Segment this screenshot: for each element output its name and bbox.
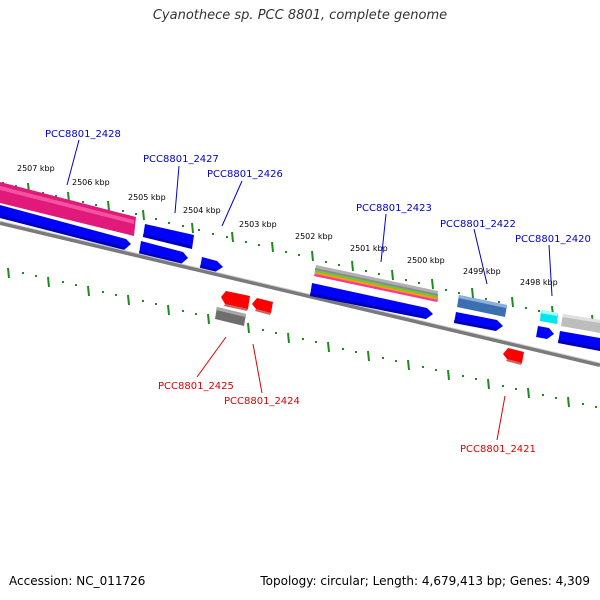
scale-label: 2504 kbp xyxy=(183,206,221,215)
locus-label-2421[interactable]: PCC8801_2421 xyxy=(460,444,536,455)
genome-title: Cyanothece sp. PCC 8801, complete genome xyxy=(152,8,448,23)
scale-label: 2503 kbp xyxy=(239,220,277,229)
scale-label: 2501 kbp xyxy=(350,244,388,253)
gene-2424-reverse[interactable] xyxy=(252,298,273,313)
gene-2425-gray[interactable] xyxy=(215,307,246,326)
label-leader-lines xyxy=(66,139,553,441)
scale-label: 2498 kbp xyxy=(520,278,558,287)
locus-label-2426[interactable]: PCC8801_2426 xyxy=(207,169,283,180)
locus-label-2424[interactable]: PCC8801_2424 xyxy=(224,396,300,407)
scale-label: 2500 kbp xyxy=(407,256,445,265)
pink-feature-band xyxy=(0,182,136,236)
outer-dot-ticks xyxy=(2,182,587,321)
rrna-color-band xyxy=(314,265,438,302)
scale-label: 2502 kbp xyxy=(295,232,333,241)
gene-2420-forward[interactable] xyxy=(536,326,554,339)
gene-labels: PCC8801_2428 PCC8801_2427 PCC8801_2426 P… xyxy=(45,129,591,455)
gene-2425-reverse[interactable] xyxy=(221,291,250,309)
scale-labels: 2507 kbp 2506 kbp 2505 kbp 2504 kbp 2503… xyxy=(17,164,558,287)
scale-label: 2506 kbp xyxy=(72,178,110,187)
outer-major-ticks xyxy=(27,182,594,326)
gene-2422-forward[interactable] xyxy=(454,312,503,331)
scale-label: 2505 kbp xyxy=(128,193,166,202)
gene-2421-reverse[interactable] xyxy=(503,348,524,363)
genome-stats: Topology: circular; Length: 4,679,413 bp… xyxy=(260,574,590,588)
locus-label-2428[interactable]: PCC8801_2428 xyxy=(45,129,121,140)
locus-label-2420[interactable]: PCC8801_2420 xyxy=(515,234,591,245)
gene-2422-box[interactable] xyxy=(457,295,507,317)
gene-2428-forward[interactable] xyxy=(0,205,131,250)
inner-major-ticks xyxy=(7,267,570,408)
scale-label: 2507 kbp xyxy=(17,164,55,173)
accession-info: Accession: NC_011726 xyxy=(9,574,146,588)
locus-label-2423[interactable]: PCC8801_2423 xyxy=(356,203,432,214)
gene-2423-forward-group xyxy=(310,283,433,319)
inner-tick-rail xyxy=(7,267,597,408)
locus-label-2425[interactable]: PCC8801_2425 xyxy=(158,381,234,392)
gene-2427-forward[interactable] xyxy=(139,241,188,264)
locus-label-2427[interactable]: PCC8801_2427 xyxy=(143,154,219,165)
gene-2423-forward[interactable] xyxy=(310,283,433,319)
outer-tick-rail xyxy=(2,182,594,326)
gene-2427-box[interactable] xyxy=(143,224,194,249)
reverse-gene-row xyxy=(215,291,524,365)
locus-label-2422[interactable]: PCC8801_2422 xyxy=(440,219,516,230)
genome-backbone xyxy=(0,220,600,367)
scale-label: 2499 kbp xyxy=(463,267,501,276)
inner-dot-ticks xyxy=(22,272,597,408)
gene-2420-group xyxy=(536,310,600,351)
forward-gene-row xyxy=(0,205,223,272)
gene-2422-group xyxy=(454,295,507,331)
